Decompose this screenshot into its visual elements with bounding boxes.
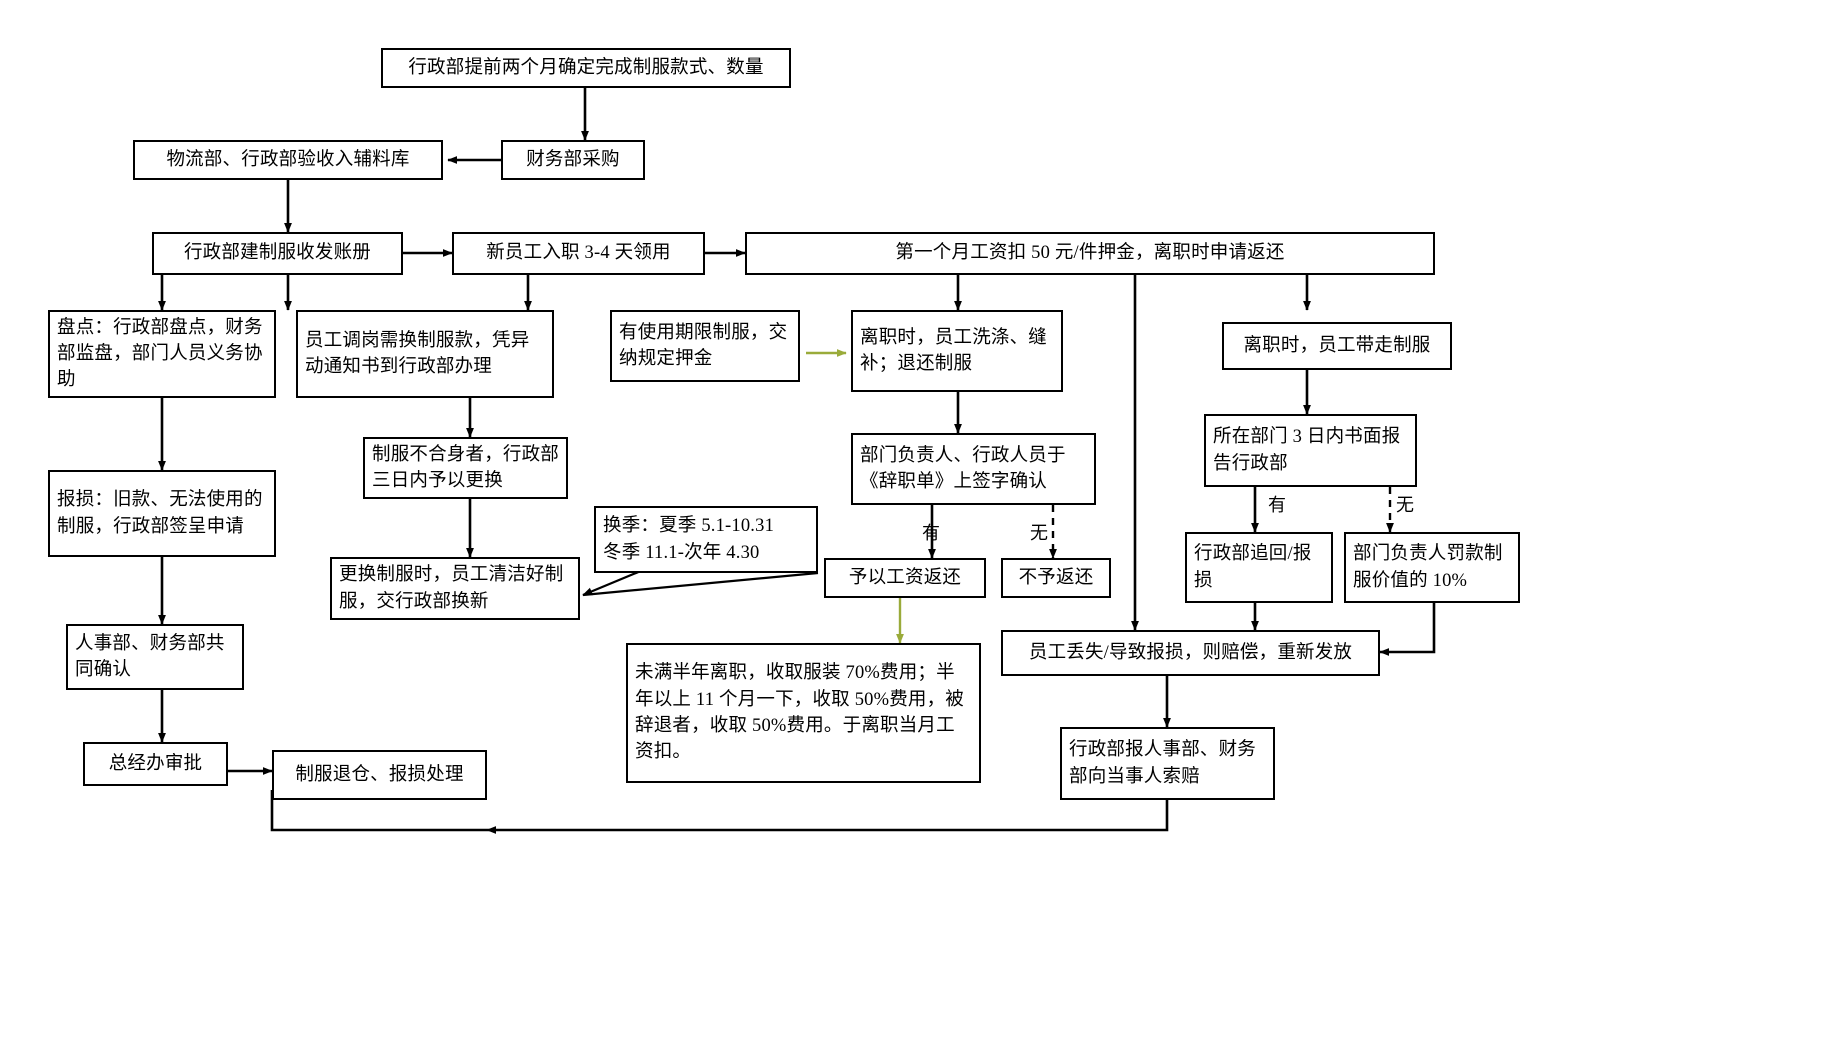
node-text: 员工调岗需换制服款，凭异动通知书到行政部办理	[305, 330, 530, 377]
node-text: 报损：旧款、无法使用的制服，行政部签呈申请	[57, 490, 263, 537]
edge-label-yes-report: 有	[1268, 495, 1286, 515]
node-text: 第一个月工资扣 50 元/件押金，离职时申请返还	[895, 243, 1285, 264]
node-resign-wash-return[interactable]: 离职时，员工洗涤、缝补；退还制服	[851, 310, 1063, 392]
node-finance-purchase[interactable]: 财务部采购	[501, 140, 645, 180]
node-admin-report-claim[interactable]: 行政部报人事部、财务部向当事人索赔	[1060, 727, 1275, 800]
node-text: 有使用期限制服，交纳规定押金	[619, 322, 788, 369]
node-resign-fee-rules[interactable]: 未满半年离职，收取服装 70%费用；半年以上 11 个月一下，收取 50%费用，…	[626, 643, 981, 783]
node-uniform-style-quantity[interactable]: 行政部提前两个月确定完成制服款式、数量	[381, 48, 791, 88]
node-first-month-deposit[interactable]: 第一个月工资扣 50 元/件押金，离职时申请返还	[745, 232, 1435, 275]
node-season-change-note[interactable]: 换季：夏季 5.1-10.31 冬季 11.1-次年 4.30	[594, 506, 818, 573]
node-text: 物流部、行政部验收入辅料库	[166, 149, 410, 170]
node-clean-before-exchange[interactable]: 更换制服时，员工清洁好制服，交行政部换新	[330, 557, 580, 620]
edge-label-yes-resign: 有	[922, 523, 940, 543]
node-text: 离职时，员工带走制服	[1243, 335, 1431, 356]
node-admin-ledger[interactable]: 行政部建制服收发账册	[152, 232, 403, 275]
node-transfer-change-uniform[interactable]: 员工调岗需换制服款，凭异动通知书到行政部办理	[296, 310, 554, 398]
node-text: 财务部采购	[526, 149, 620, 170]
node-uniform-return-scrap[interactable]: 制服退仓、报损处理	[272, 750, 487, 800]
node-text: 行政部建制服收发账册	[183, 243, 371, 264]
node-text: 部门负责人罚款制服价值的 10%	[1353, 544, 1503, 591]
node-text: 人事部、财务部共同确认	[75, 633, 225, 680]
node-employee-loss-compensate[interactable]: 员工丢失/导致报损，则赔偿，重新发放	[1001, 630, 1380, 676]
node-limited-term-deposit[interactable]: 有使用期限制服，交纳规定押金	[610, 310, 800, 382]
node-inventory-check[interactable]: 盘点：行政部盘点，财务部监盘，部门人员义务协助	[48, 310, 276, 398]
node-text: 总经办审批	[108, 753, 203, 774]
node-text: 更换制服时，员工清洁好制服，交行政部换新	[339, 565, 564, 612]
node-text: 行政部追回/报损	[1194, 544, 1312, 591]
edge-label-no-report: 无	[1396, 495, 1414, 515]
node-scrap-old-uniform[interactable]: 报损：旧款、无法使用的制服，行政部签呈申请	[48, 470, 276, 557]
node-text: 离职时，员工洗涤、缝补；退还制服	[860, 327, 1048, 374]
node-text: 行政部报人事部、财务部向当事人索赔	[1069, 740, 1257, 787]
node-dept-written-report[interactable]: 所在部门 3 日内书面报告行政部	[1204, 414, 1417, 487]
node-text: 行政部提前两个月确定完成制服款式、数量	[408, 57, 764, 78]
node-hr-finance-confirm[interactable]: 人事部、财务部共同确认	[66, 624, 244, 690]
node-text: 所在部门 3 日内书面报告行政部	[1213, 427, 1401, 474]
node-text: 新员工入职 3-4 天领用	[486, 243, 671, 264]
node-text: 部门负责人、行政人员于《辞职单》上签字确认	[860, 445, 1066, 492]
node-text: 予以工资返还	[848, 567, 962, 588]
node-gm-office-approval[interactable]: 总经办审批	[83, 742, 228, 786]
node-text: 未满半年离职，收取服装 70%费用；半年以上 11 个月一下，收取 50%费用，…	[635, 663, 965, 763]
node-text: 盘点：行政部盘点，财务部监盘，部门人员义务协助	[57, 317, 263, 391]
node-text: 员工丢失/导致报损，则赔偿，重新发放	[1028, 642, 1353, 663]
node-text: 制服不合身者，行政部三日内予以更换	[372, 444, 560, 491]
node-unfit-uniform-replace[interactable]: 制服不合身者，行政部三日内予以更换	[363, 437, 568, 499]
node-salary-refund[interactable]: 予以工资返还	[824, 558, 986, 598]
node-text: 制服退仓、报损处理	[295, 764, 464, 785]
node-no-refund[interactable]: 不予返还	[1001, 558, 1111, 598]
node-text: 不予返还	[1018, 567, 1094, 588]
node-new-employee-issue[interactable]: 新员工入职 3-4 天领用	[452, 232, 705, 275]
node-resign-take-uniform[interactable]: 离职时，员工带走制服	[1222, 322, 1452, 370]
node-text: 换季：夏季 5.1-10.31 冬季 11.1-次年 4.30	[603, 516, 775, 563]
node-admin-recover-scrap[interactable]: 行政部追回/报损	[1185, 532, 1333, 603]
node-resignation-form-sign[interactable]: 部门负责人、行政人员于《辞职单》上签字确认	[851, 433, 1096, 505]
edge-label-no-resign: 无	[1030, 523, 1048, 543]
node-dept-head-fine[interactable]: 部门负责人罚款制服价值的 10%	[1344, 532, 1520, 603]
node-logistics-admin-receive[interactable]: 物流部、行政部验收入辅料库	[133, 140, 443, 180]
